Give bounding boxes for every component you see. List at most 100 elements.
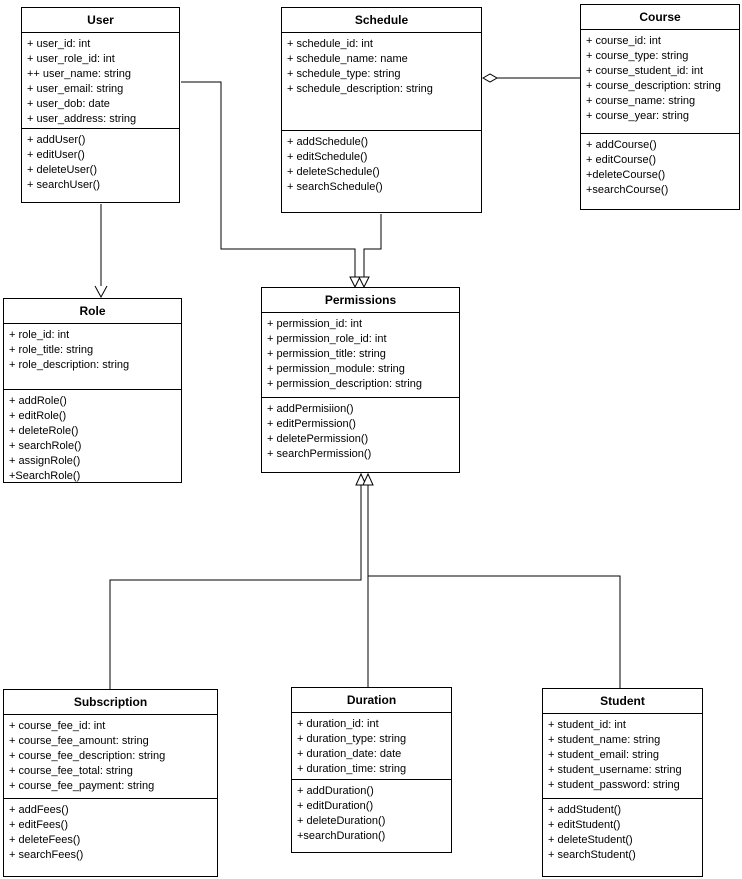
connector-permissions-subscription — [109, 485, 362, 689]
member-line: + duration_date: date — [297, 748, 402, 760]
member-line: + permission_role_id: int — [267, 333, 387, 345]
member-line: + course_fee_amount: string — [9, 735, 149, 747]
member-line: + addRole() — [9, 395, 67, 407]
class-permissions-title: Permissions — [262, 288, 459, 313]
member-line: + permission_module: string — [267, 363, 405, 375]
class-user-title: User — [22, 8, 179, 33]
class-role[interactable]: Role + role_id: int+ role_title: string+… — [3, 298, 182, 483]
member-line: + editUser() — [27, 149, 85, 161]
member-line: + addSchedule() — [287, 136, 369, 148]
class-subscription-title: Subscription — [4, 690, 217, 715]
member-line: + editRole() — [9, 410, 67, 422]
member-line: + course_fee_payment: string — [9, 780, 155, 792]
member-line: + searchSchedule() — [287, 181, 383, 193]
member-line: + course_description: string — [586, 80, 721, 92]
member-line: + schedule_type: string — [287, 68, 401, 80]
class-duration-attributes: + duration_id: int + duration_type: strin… — [292, 713, 451, 780]
arrowhead-permissions-bottom-right-icon — [362, 472, 374, 486]
member-line: + deleteDuration() — [297, 815, 386, 827]
class-user-methods: + addUser() + editUser() + deleteUser() + s… — [22, 129, 179, 202]
member-line: + user_id: int — [27, 38, 91, 50]
class-course-attributes: + course_id: int + course_type: string + c… — [581, 30, 739, 134]
member-line: + editStudent() — [548, 819, 621, 831]
member-line: + searchRole() — [9, 440, 82, 452]
arrowhead-permissions-top-right-icon — [358, 276, 370, 289]
class-subscription-methods: + addFees()+ editFees()+ deleteFees()+ s… — [4, 799, 217, 876]
member-line: + course_name: string — [586, 95, 696, 107]
class-role-title: Role — [4, 299, 181, 324]
member-line: + addStudent() — [548, 804, 622, 816]
connector-schedule-permissions — [363, 214, 382, 277]
member-line: +searchCourse() — [586, 184, 669, 196]
class-permissions[interactable]: Permissions + permission_id: int+ permis… — [261, 287, 460, 473]
class-course-methods: + addCourse() + editCourse() +deleteCourse… — [581, 134, 739, 209]
member-line: + user_address: string — [27, 113, 137, 125]
member-line: + course_fee_id: int — [9, 720, 106, 732]
member-line: + editSchedule() — [287, 151, 368, 163]
member-line: + assignRole() — [9, 455, 81, 467]
class-schedule[interactable]: Schedule + schedule_id: int + schedule_na… — [281, 7, 482, 213]
member-line: + role_description: string — [9, 359, 130, 371]
member-line: + course_type: string — [586, 50, 689, 62]
member-line: + schedule_id: int — [287, 38, 373, 50]
member-line: + deleteSchedule() — [287, 166, 380, 178]
class-permissions-attributes: + permission_id: int + permission_role_id… — [262, 313, 459, 398]
member-line: + searchStudent() — [548, 849, 636, 861]
class-duration-methods: + addDuration() + editDuration() + deleteD… — [292, 780, 451, 852]
class-schedule-attributes: + schedule_id: int + schedule_name: name +… — [282, 33, 481, 131]
member-line: + deleteFees() — [9, 834, 81, 846]
class-course[interactable]: Course + course_id: int+ course_type: st… — [580, 4, 740, 210]
class-user[interactable]: User + user_id: int + user_role_id: int ++… — [21, 7, 180, 203]
class-role-attributes: + role_id: int+ role_title: string+ role… — [4, 324, 181, 390]
member-line: + course_year: string — [586, 110, 690, 122]
member-line: + student_name: string — [548, 734, 661, 746]
member-line: + deleteStudent() — [548, 834, 633, 846]
member-line: + deleteRole() — [9, 425, 79, 437]
member-line: + permission_title: string — [267, 348, 386, 360]
class-schedule-title: Schedule — [282, 8, 481, 33]
member-line: + duration_time: string — [297, 763, 407, 775]
member-line: + editDuration() — [297, 800, 374, 812]
member-line: + addFees() — [9, 804, 69, 816]
member-line: + course_fee_description: string — [9, 750, 166, 762]
member-line: + user_role_id: int — [27, 53, 115, 65]
member-line: + deletePermission() — [267, 433, 369, 445]
member-line: ++ user_name: string — [27, 68, 131, 80]
member-line: + user_dob: date — [27, 98, 110, 110]
member-line: + course_id: int — [586, 35, 661, 47]
class-student-title: Student — [543, 689, 702, 714]
arrowhead-permissions-bottom-left-icon — [355, 472, 367, 486]
member-line: + addDuration() — [297, 785, 374, 797]
arrowhead-permissions-top-left-icon — [349, 276, 361, 289]
class-student-methods: + addStudent() + editStudent() + deleteStu… — [543, 799, 702, 876]
member-line: + user_email: string — [27, 83, 124, 95]
member-line: + editCourse() — [586, 154, 657, 166]
member-line: +searchDuration() — [297, 830, 386, 842]
member-line: + addPermisiion() — [267, 403, 354, 415]
member-line: +SearchRole() — [9, 470, 81, 482]
class-subscription[interactable]: Subscription + course_fee_id: int+ cours… — [3, 689, 218, 877]
class-schedule-methods: + addSchedule() + editSchedule() + deleteS… — [282, 131, 481, 212]
member-line: + permission_id: int — [267, 318, 363, 330]
member-line: + addCourse() — [586, 139, 657, 151]
member-line: + role_id: int — [9, 329, 70, 341]
member-line: +deleteCourse() — [586, 169, 666, 181]
member-line: + schedule_name: name — [287, 53, 408, 65]
member-line: + duration_type: string — [297, 733, 407, 745]
class-permissions-methods: + addPermisiion()+ editPermission()+ del… — [262, 398, 459, 472]
class-duration[interactable]: Duration + duration_id: int+ duration_ty… — [291, 687, 452, 853]
member-line: + searchFees() — [9, 849, 84, 861]
class-student[interactable]: Student + student_id: int+ student_name:… — [542, 688, 703, 877]
member-line: + schedule_description: string — [287, 83, 433, 95]
member-line: + student_email: string — [548, 749, 659, 761]
class-subscription-attributes: + course_fee_id: int + course_fee_amount:… — [4, 715, 217, 799]
arrowhead-role-icon — [94, 285, 108, 299]
member-line: + addUser() — [27, 134, 86, 146]
member-line: + deleteUser() — [27, 164, 98, 176]
diamond-schedule-course-icon — [481, 73, 499, 83]
member-line: + student_username: string — [548, 764, 682, 776]
class-user-attributes: + user_id: int + user_role_id: int ++ user… — [22, 33, 179, 129]
member-line: + searchUser() — [27, 179, 101, 191]
member-line: + duration_id: int — [297, 718, 379, 730]
